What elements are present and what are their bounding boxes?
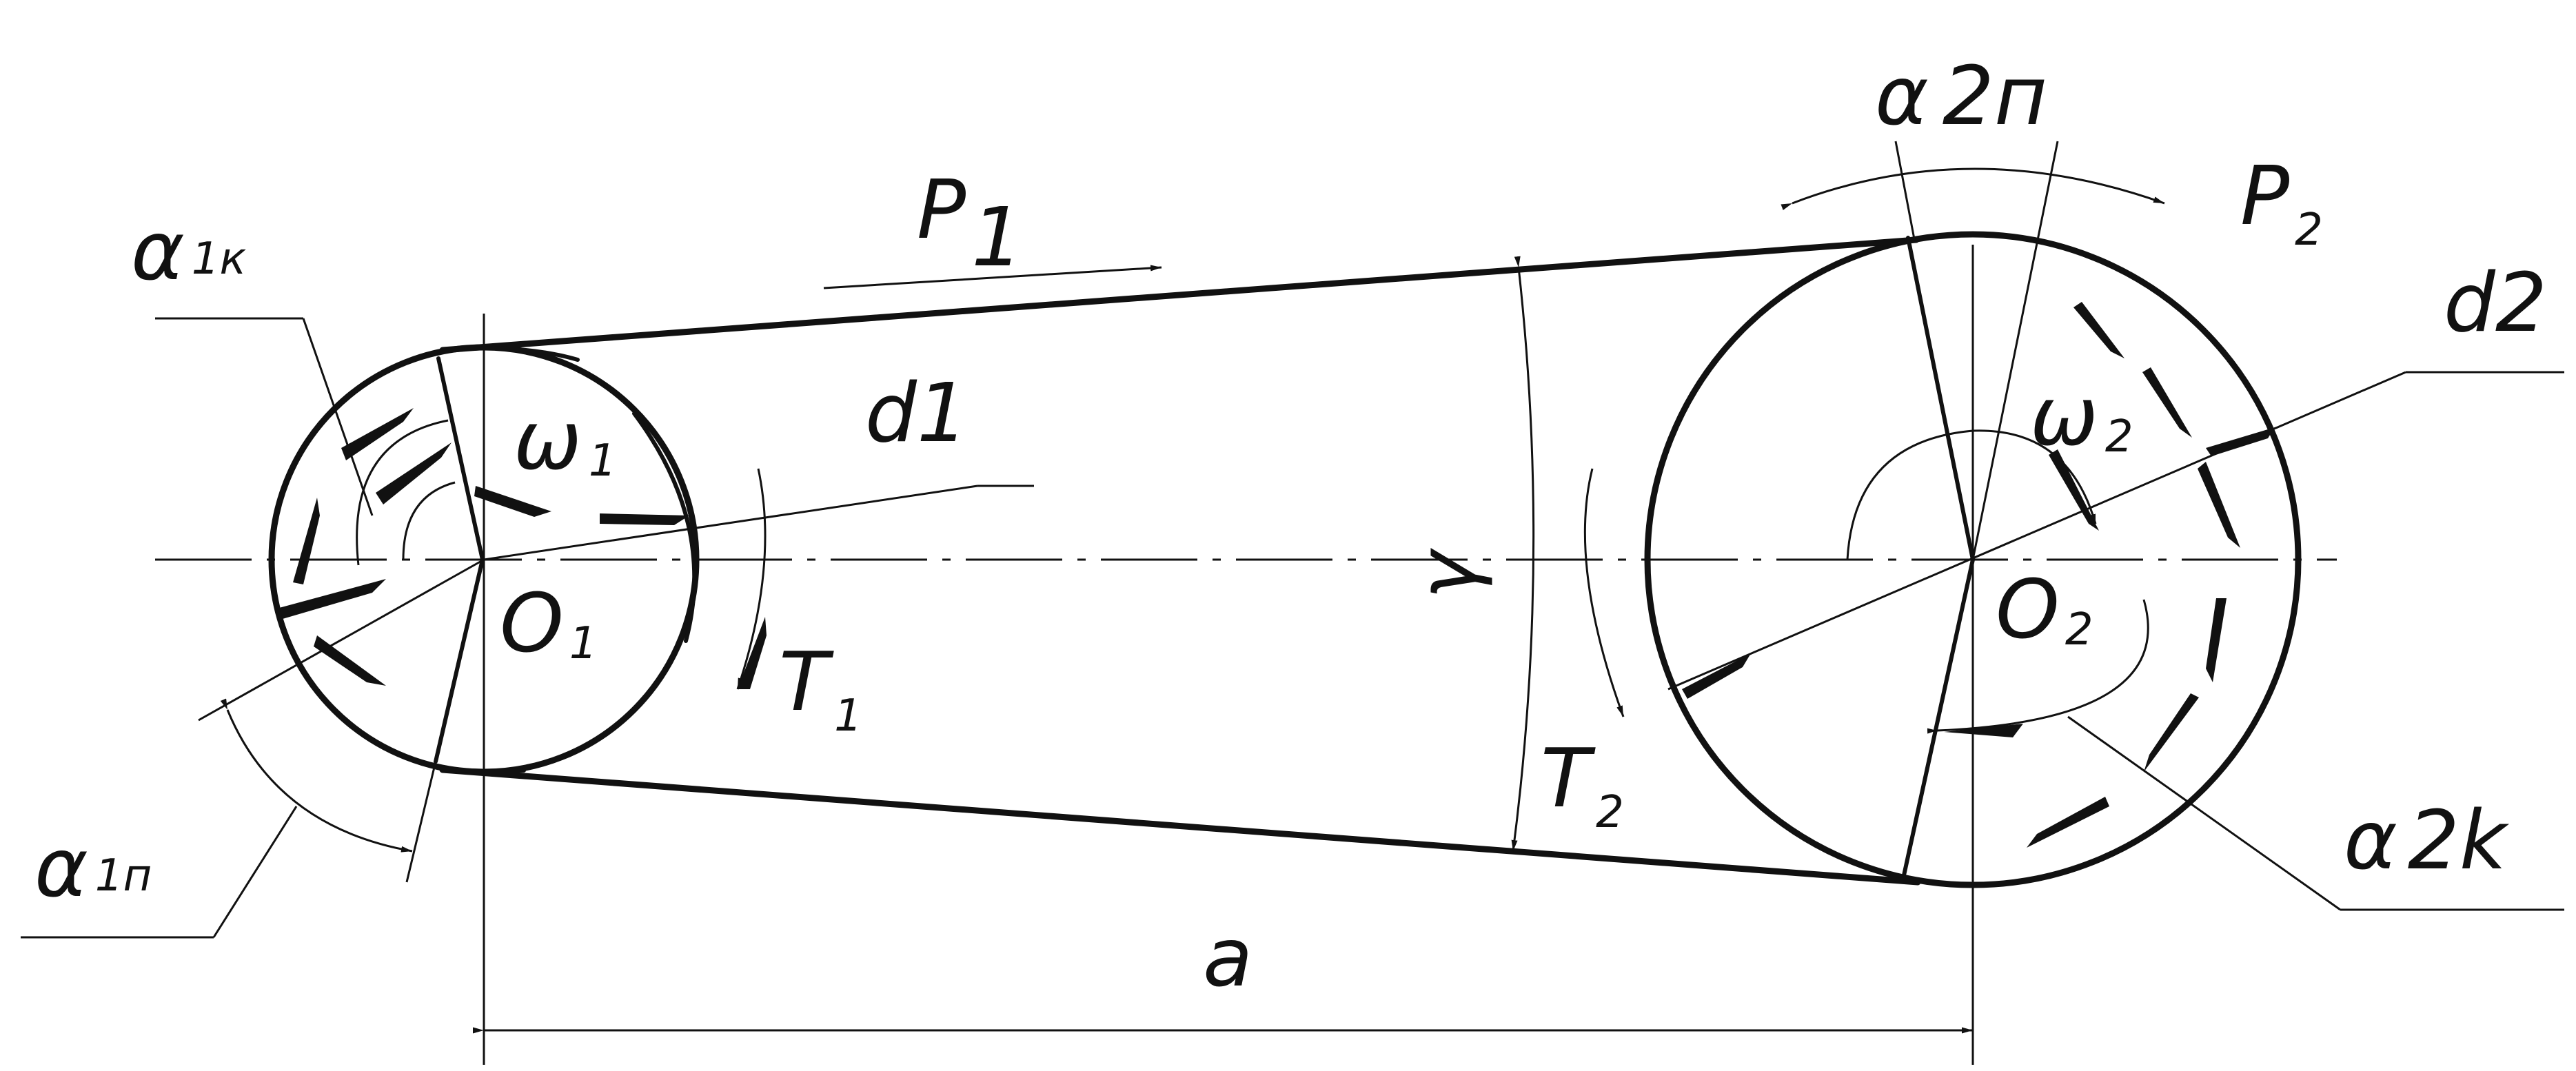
omega1-sub: 1	[589, 436, 617, 487]
alpha-2p-ext2	[1971, 141, 2059, 560]
alpha-2k-symbol: α	[2344, 793, 2397, 888]
P2-sub: 2	[2295, 205, 2323, 256]
label-gamma: γ	[1399, 548, 1494, 600]
T1-symbol: T	[779, 634, 834, 729]
label-d1: d1	[865, 365, 968, 460]
alpha-1p-arc	[220, 698, 413, 853]
omega1-symbol: ω	[514, 393, 582, 488]
gamma-arc	[1511, 256, 1535, 852]
d2-leader	[1667, 371, 2406, 691]
pulley1-force-arrows	[279, 408, 767, 689]
label-P1: P1	[917, 162, 1023, 285]
alpha-1p-ext2	[405, 761, 437, 883]
O2-symbol: O	[1996, 562, 2060, 657]
alpha-2k-arrow	[1944, 724, 2023, 737]
T1-arc	[736, 468, 767, 690]
alpha-2k-leader	[2067, 715, 2341, 911]
P1-arrow	[823, 265, 1162, 289]
T2-symbol: T	[1541, 731, 1596, 826]
alpha-2p-symbol: α	[1875, 48, 1929, 143]
P2-symbol: P	[2240, 148, 2289, 243]
omega2-sub: 2	[2105, 411, 2133, 462]
belt-top-strand	[439, 236, 1920, 354]
alpha-1k-symbol: α	[131, 203, 185, 298]
alpha-2p-arc	[1781, 167, 2165, 210]
pulley1-chord-bottom	[434, 558, 485, 764]
pulley2-force-arrows	[1682, 302, 2275, 848]
alpha-1p-symbol: α	[34, 820, 88, 915]
belt-bottom-strand	[439, 766, 1921, 886]
T2-arc	[1583, 468, 1625, 717]
alpha-1k-arc	[356, 419, 449, 566]
O2-sub: 2	[2065, 604, 2093, 655]
alpha-1p-leader	[212, 806, 298, 938]
pulley2-chord-top	[1906, 236, 1975, 562]
large-pulley	[1644, 231, 2302, 888]
pulley1-chord-top	[436, 356, 485, 562]
alpha-1k-leader	[302, 318, 374, 516]
alpha-1p-sub: 1п	[95, 850, 152, 901]
T1-sub: 1	[834, 691, 862, 742]
pulley1-top-hook	[480, 346, 580, 362]
pulley1-bottom-hook	[439, 767, 526, 773]
label-a: a	[1203, 910, 1252, 1005]
O1-sub: 1	[569, 618, 598, 669]
omega1-arc	[632, 411, 697, 643]
label-d2: d2	[2444, 255, 2547, 350]
alpha-2k-sub: 2k	[2408, 793, 2510, 888]
pulley1-inner-arc	[402, 481, 456, 560]
alpha-2k-arc	[1927, 599, 2149, 734]
alpha-2p-sub: 2п	[1943, 48, 2047, 143]
P1-symbol: P	[917, 162, 966, 257]
alpha-1p-ext	[198, 558, 485, 722]
omega2-arc	[1846, 429, 2097, 560]
alpha-1k-sub: 1к	[192, 234, 247, 285]
T2-sub: 2	[1596, 787, 1624, 838]
O1-symbol: O	[500, 575, 564, 671]
d1-leader	[483, 484, 978, 561]
omega2-symbol: ω	[2030, 369, 2098, 464]
alpha-2p-ext1	[1894, 141, 1916, 243]
pulley2-chord-bottom	[1902, 558, 1975, 877]
P1-sub: 1	[971, 190, 1023, 285]
